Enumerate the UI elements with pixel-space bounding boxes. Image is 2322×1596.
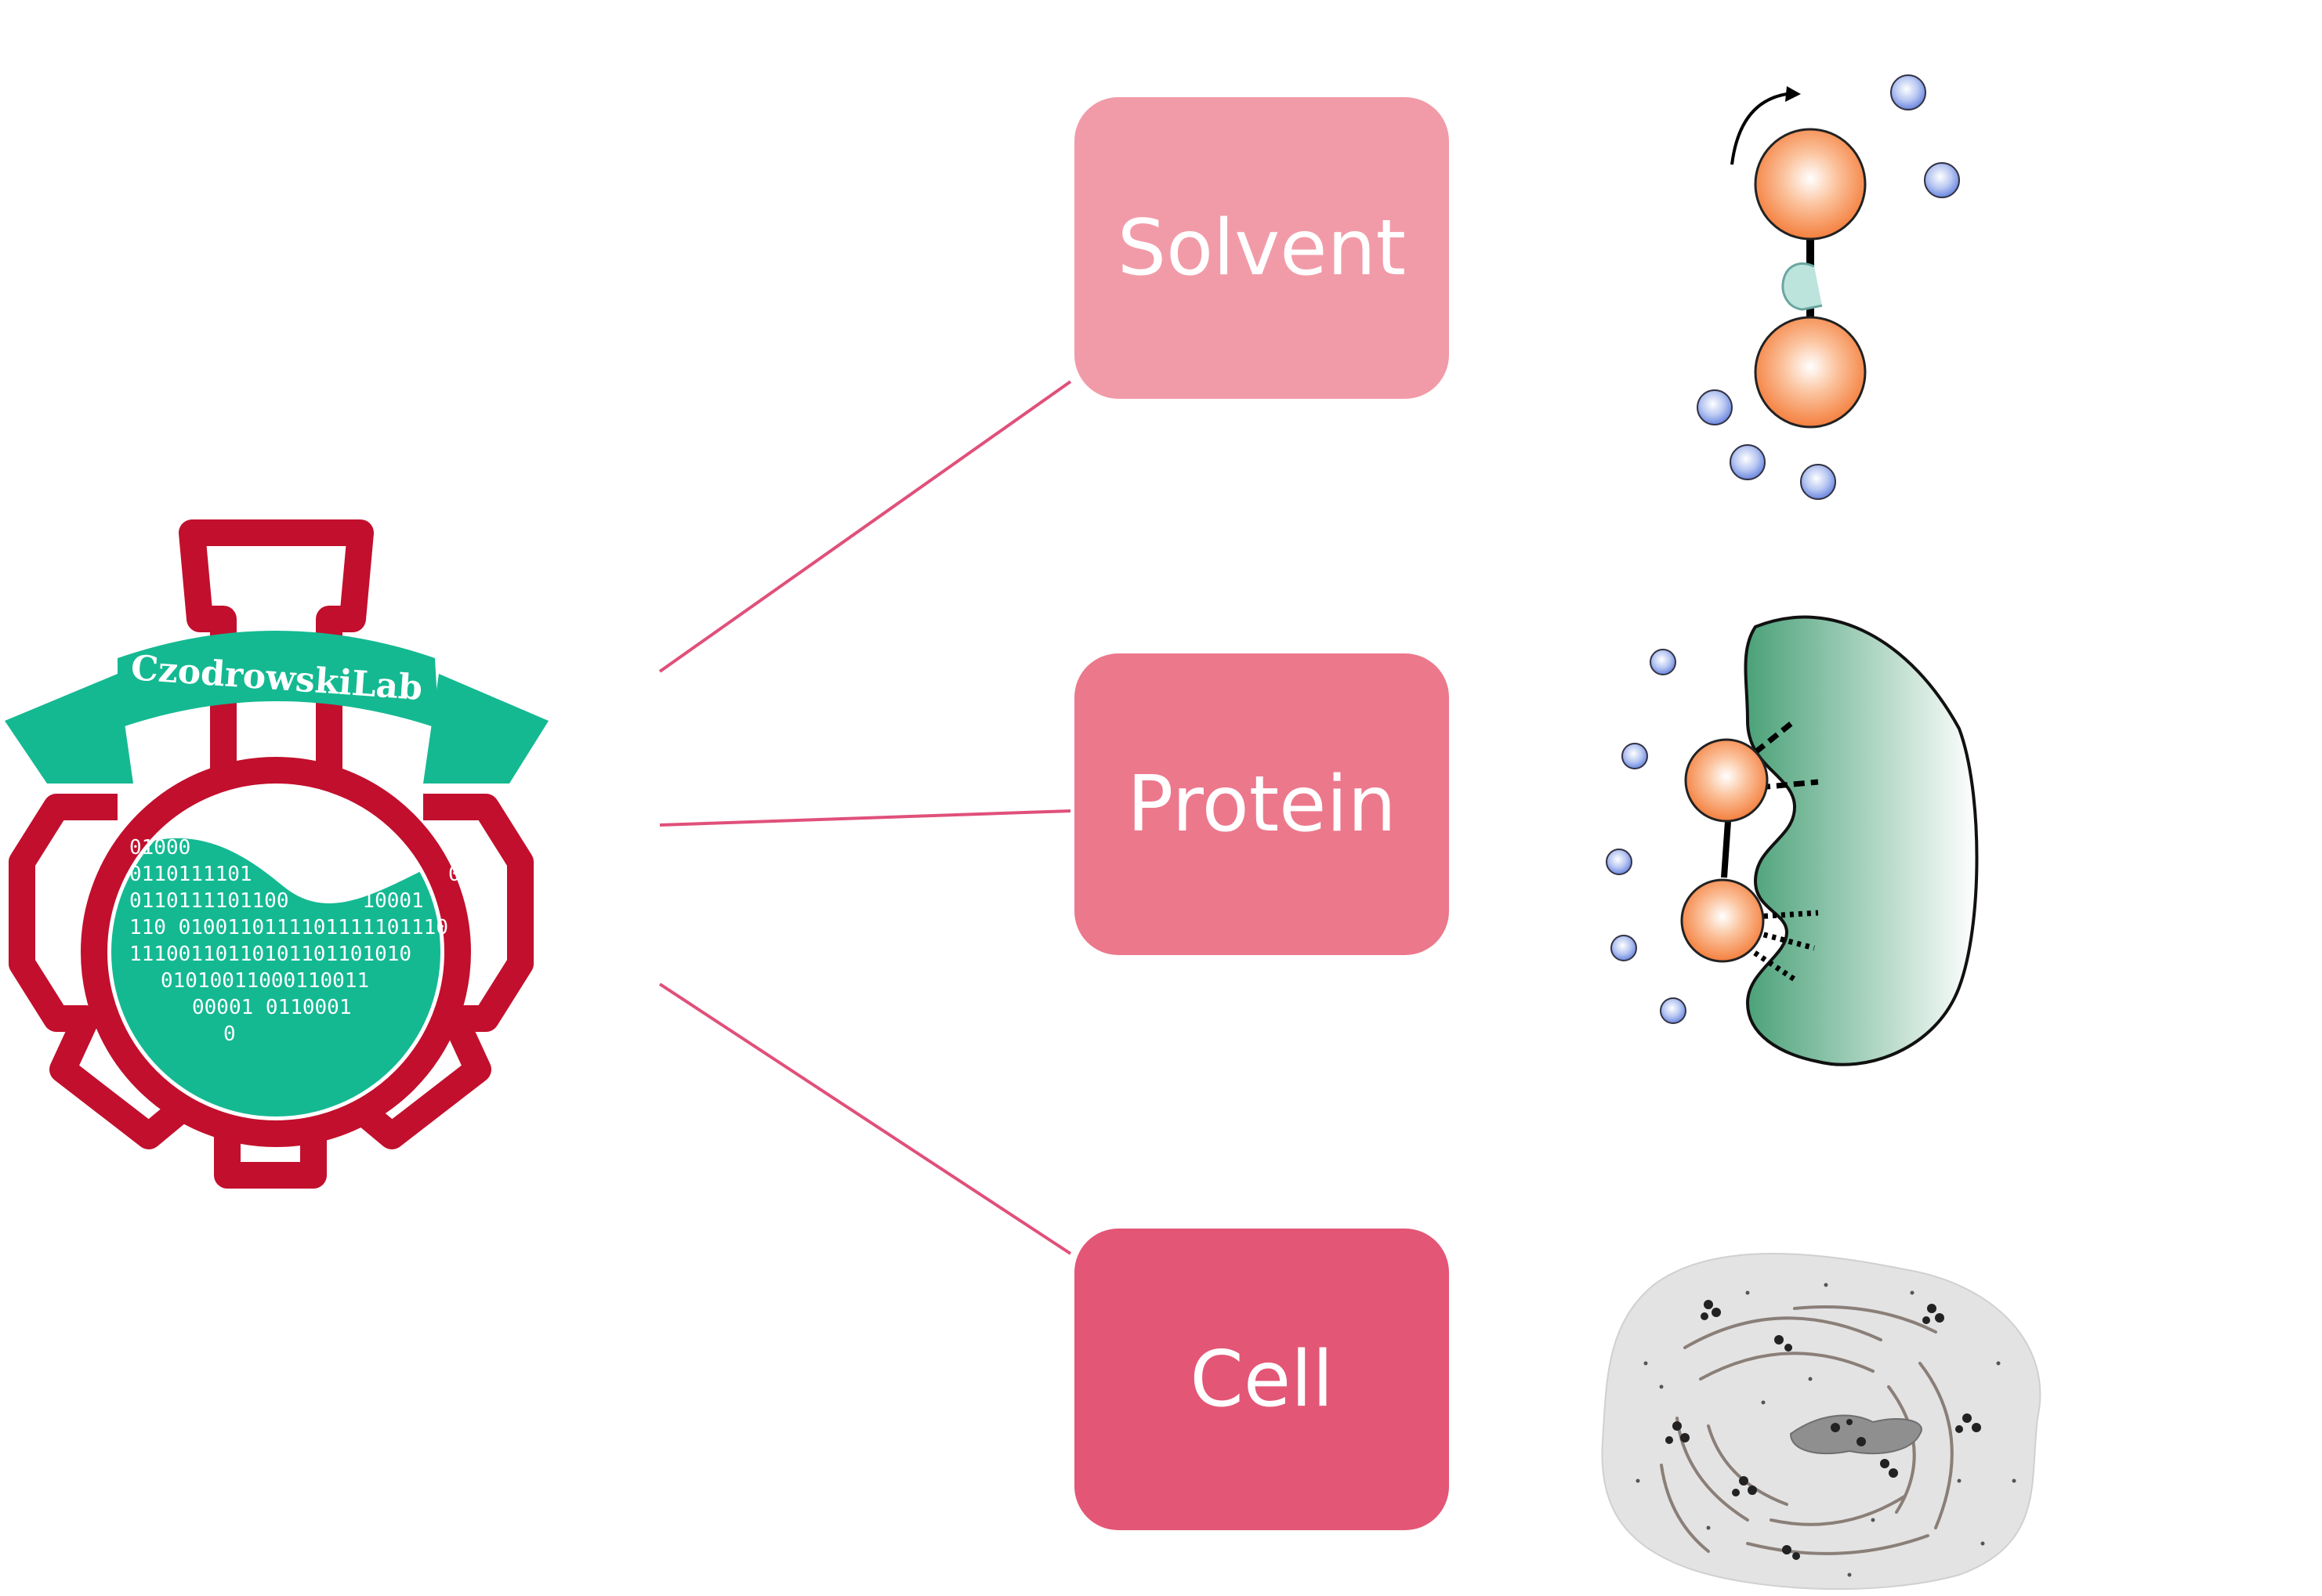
binary-line: 110 0100110111101111101110 — [129, 916, 448, 939]
flask-liquid-icon — [111, 838, 440, 1116]
cell-box: Cell — [1074, 1229, 1449, 1530]
gear-icon — [9, 794, 534, 1189]
flask-neck-icon — [179, 519, 374, 772]
ribbon-banner-icon — [5, 631, 549, 784]
binary-code: 01000 0110111101 0 0110111101100 10001 110 … — [129, 836, 461, 1046]
connector-cell — [658, 983, 1072, 1255]
solvent-box: Solvent — [1074, 97, 1449, 399]
cell-icon — [1601, 1253, 2041, 1591]
solvent-label: Solvent — [1117, 203, 1407, 293]
binary-line: 01010011000110011 — [161, 969, 369, 993]
cell-label: Cell — [1190, 1334, 1334, 1424]
czodrowskilab-logo: 01000 0110111101 0 0110111101100 10001 110 … — [5, 519, 549, 1189]
protein-label: Protein — [1127, 759, 1396, 849]
protein-box: Protein — [1074, 653, 1449, 955]
binary-line: 01000 — [129, 836, 190, 860]
binary-line: 0 — [223, 1022, 236, 1046]
solvent-molecule-icon — [1697, 74, 1960, 500]
binary-line: 00001 0110001 — [192, 996, 352, 1019]
binary-line: 0110111101100 10001 — [129, 889, 424, 913]
connector-solvent — [658, 380, 1072, 673]
protein-binding-icon — [1606, 615, 1979, 1066]
connector-protein — [659, 809, 1071, 827]
binary-line: 11100110110101101101010 — [129, 943, 411, 966]
binary-line: 0110111101 0 — [129, 863, 461, 886]
